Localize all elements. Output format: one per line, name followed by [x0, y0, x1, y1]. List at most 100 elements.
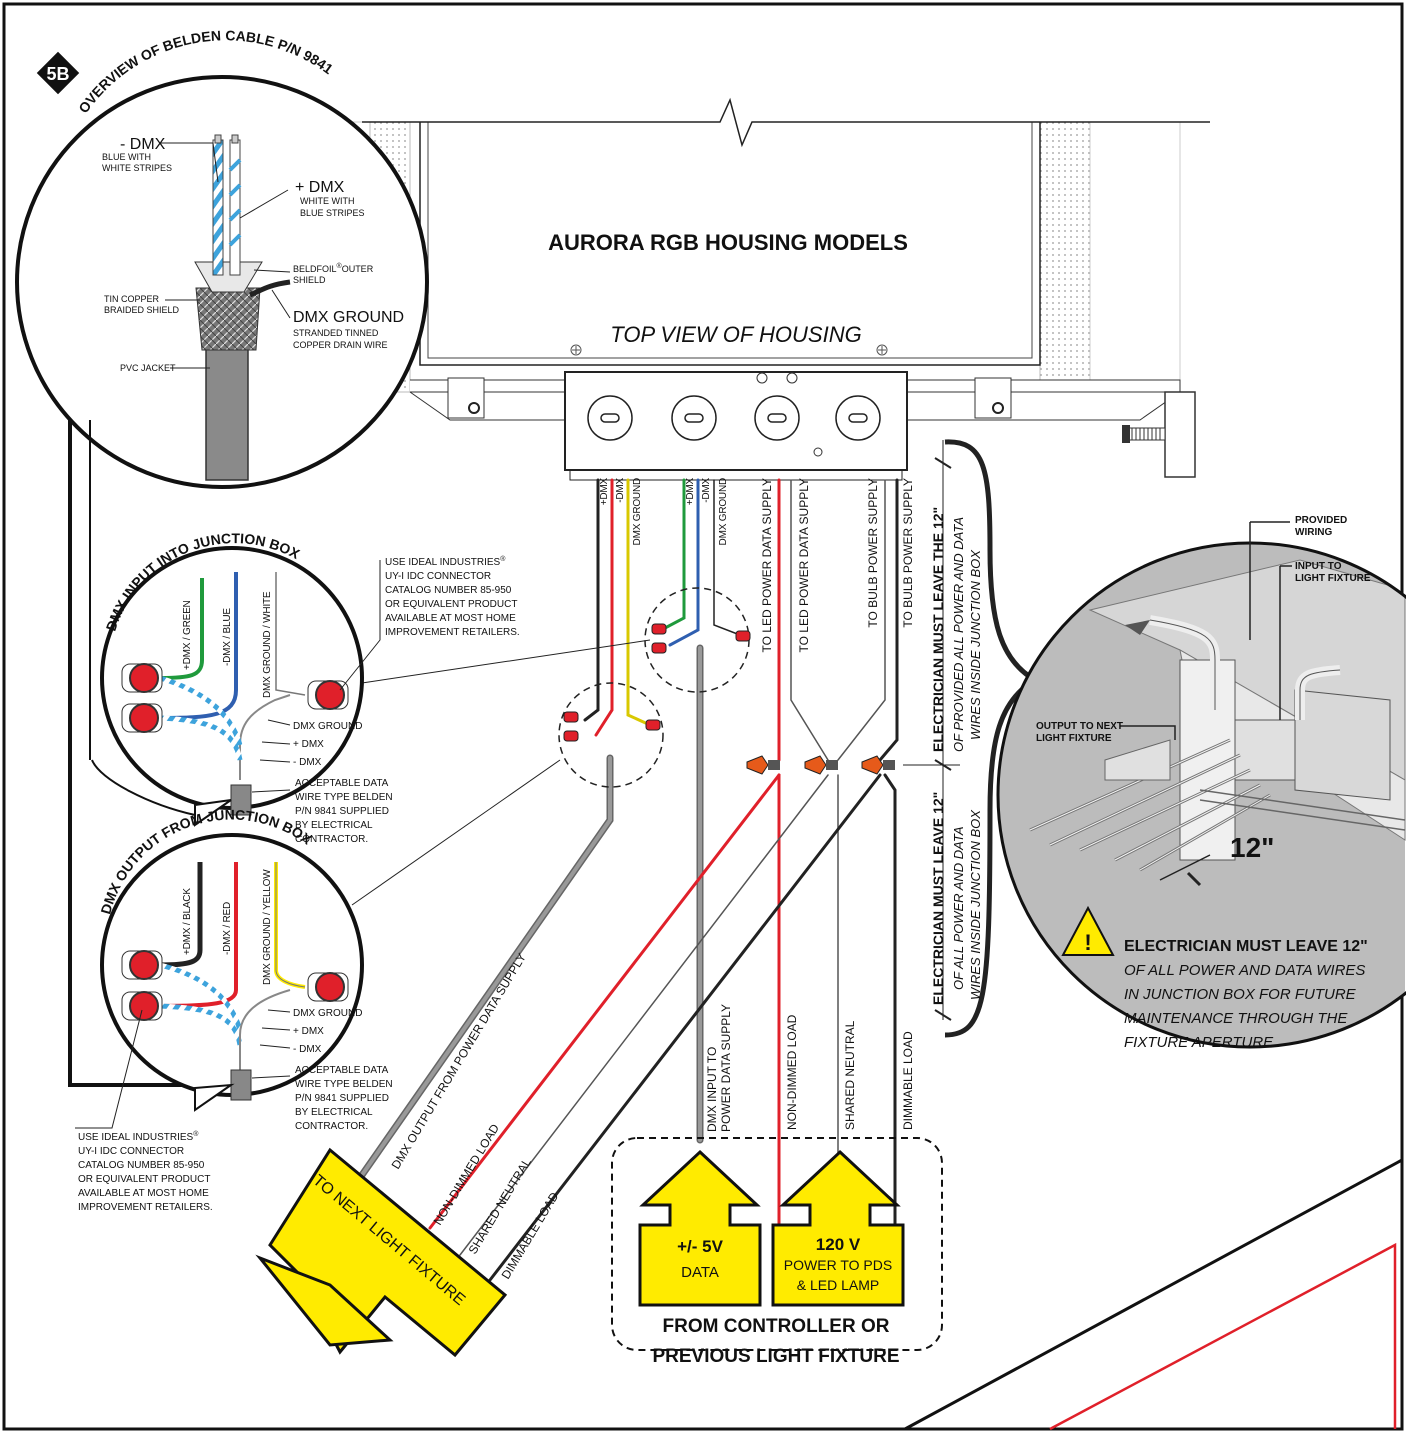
- input-call-plus: + DMX: [293, 739, 324, 750]
- input-fixture-2: LIGHT FIXTURE: [1295, 573, 1371, 584]
- from-controller-l1: FROM CONTROLLER OR: [663, 1316, 890, 1337]
- output-wire-black: +DMX / BLACK: [182, 888, 193, 955]
- input-acc-4: BY ELECTRICAL: [295, 820, 373, 831]
- ideal-bot-l3: CATALOG NUMBER 85-950: [78, 1160, 205, 1171]
- label-dmx-ground-2: DMX GROUND: [718, 478, 729, 545]
- cable-overview: - DMX BLUE WITH WHITE STRIPES + DMX WHIT…: [15, 27, 429, 1087]
- input-call-minus: - DMX: [293, 757, 322, 768]
- label-plus-dmx-1: +DMX: [599, 477, 610, 505]
- ideal-bot-l1: USE IDEAL INDUSTRIES®: [78, 1130, 199, 1143]
- electrician-notes: ELECTRICIAN MUST LEAVE THE 12" OF PROVID…: [903, 439, 1041, 1038]
- ideal-bot-l6: IMPROVEMENT RETAILERS.: [78, 1202, 213, 1213]
- wire-nuts: [746, 755, 895, 775]
- label-minus-dmx-2: -DMX: [701, 477, 712, 502]
- vert-dmx-input-2: POWER DATA SUPPLY: [719, 1004, 733, 1132]
- dmx-ground-label: DMX GROUND: [293, 309, 404, 326]
- input-fixture-1: INPUT TO: [1295, 561, 1342, 572]
- power-arrow-l3: & LED LAMP: [797, 1277, 879, 1293]
- vert-dmx-input-1: DMX INPUT TO: [705, 1047, 719, 1132]
- input-wire-white: DMX GROUND / WHITE: [262, 591, 273, 698]
- ideal-top-l6: IMPROVEMENT RETAILERS.: [385, 627, 520, 638]
- ideal-top-l4: OR EQUIVALENT PRODUCT: [385, 599, 517, 610]
- ideal-top-l2: UY-I IDC CONNECTOR: [385, 571, 491, 582]
- output-wire-yellow: DMX GROUND / YELLOW: [262, 869, 273, 985]
- output-acc-5: CONTRACTOR.: [295, 1121, 368, 1132]
- label-to-bulb: TO BULB POWER SUPPLY: [866, 478, 880, 628]
- dmx-output-detail: DMX OUTPUT FROM JUNCTION BOX +DMX / BLAC…: [97, 807, 392, 1132]
- ideal-bot-l2: UY-I IDC CONNECTOR: [78, 1146, 184, 1157]
- lower-note-line3: WIRES INSIDE JUNCTION BOX: [968, 809, 983, 1000]
- ideal-top-l3: CATALOG NUMBER 85-950: [385, 585, 512, 596]
- leader-input: [361, 639, 651, 684]
- tin-label2: BRAIDED SHIELD: [104, 305, 180, 315]
- input-acc-5: CONTRACTOR.: [295, 834, 368, 845]
- power-arrow-l1: 120 V: [816, 1235, 861, 1254]
- label-to-led-supply: TO LED POWER DATA SUPPLY: [797, 478, 811, 653]
- data-arrow-l1: +/- 5V: [677, 1237, 723, 1256]
- dmx-ground-desc2: COPPER DRAIN WIRE: [293, 340, 388, 350]
- housing-title: AURORA RGB HOUSING MODELS: [548, 230, 908, 255]
- corner-cut-line: [904, 1158, 1403, 1431]
- upper-note-line3: WIRES INSIDE JUNCTION BOX: [968, 549, 983, 740]
- leader-output: [351, 759, 561, 906]
- beldfoil-label: BELDFOIL®OUTER: [293, 262, 374, 274]
- output-fixture-1: OUTPUT TO NEXT: [1036, 721, 1123, 732]
- section-badge: 5B: [46, 64, 69, 84]
- power-arrow-l2: POWER TO PDS: [784, 1257, 892, 1273]
- from-controller-group: +/- 5V DATA 120 V POWER TO PDS & LED LAM…: [611, 1137, 943, 1367]
- ideal-top-l5: AVAILABLE AT MOST HOME: [385, 613, 516, 624]
- dmx-ground-desc1: STRANDED TINNED: [293, 328, 379, 338]
- warning-line4: MAINTENANCE THROUGH THE: [1124, 1010, 1348, 1027]
- warning-line5: FIXTURE APERTURE.: [1124, 1034, 1277, 1051]
- warning-icon: [1061, 905, 1115, 956]
- output-call-plus: + DMX: [293, 1026, 324, 1037]
- ideal-bot-l5: AVAILABLE AT MOST HOME: [78, 1188, 209, 1199]
- junction-box-wires: [351, 478, 899, 1282]
- dmx-input-detail: DMX INPUT INTO JUNCTION BOX +DMX / GREEN…: [91, 530, 393, 845]
- ideal-note-bottom: USE IDEAL INDUSTRIES® UY-I IDC CONNECTOR…: [75, 1009, 213, 1213]
- warning-line1: ELECTRICIAN MUST LEAVE 12": [1124, 938, 1368, 955]
- input-acc-3: P/N 9841 SUPPLIED: [295, 806, 389, 817]
- break-line: [362, 97, 1210, 148]
- ideal-top-l1: USE IDEAL INDUSTRIES®: [385, 555, 506, 568]
- output-wire-red: -DMX / RED: [222, 902, 233, 955]
- ideal-note-top: USE IDEAL INDUSTRIES® UY-I IDC CONNECTOR…: [339, 555, 520, 691]
- splice-circles: [558, 587, 751, 788]
- red-corner-line: [1049, 1242, 1397, 1431]
- from-controller-l2: PREVIOUS LIGHT FIXTURE: [652, 1346, 899, 1367]
- label-plus-dmx-2: +DMX: [685, 477, 696, 505]
- output-acc-3: P/N 9841 SUPPLIED: [295, 1093, 389, 1104]
- output-acc-2: WIRE TYPE BELDEN: [295, 1079, 393, 1090]
- vertical-wire-labels: +DMX -DMX DMX GROUND +DMX -DMX DMX GROUN…: [599, 477, 915, 652]
- label-to-bulb-2: TO BULB POWER SUPPLY: [901, 478, 915, 628]
- provided-wiring-1: PROVIDED: [1295, 515, 1347, 526]
- diag-dmx-output: DMX OUTPUT FROM POWER DATA SUPPLY: [389, 951, 529, 1172]
- input-acc-1: ACCEPTABLE DATA: [295, 778, 389, 789]
- minus-dmx-desc1: BLUE WITH: [102, 152, 151, 162]
- label-minus-dmx-1: -DMX: [615, 477, 626, 502]
- pvc-label: PVC JACKET: [120, 363, 176, 373]
- data-arrow-l2: DATA: [681, 1264, 719, 1281]
- lower-note-line2: OF ALL POWER AND DATA: [951, 827, 966, 991]
- upper-note-line2: OF PROVIDED ALL POWER AND DATA: [951, 517, 966, 752]
- input-wire-green: +DMX / GREEN: [182, 600, 193, 670]
- warning-icon-mark: !: [1084, 930, 1091, 955]
- provided-wiring-2: WIRING: [1295, 527, 1332, 538]
- minus-dmx-label: - DMX: [120, 136, 166, 153]
- dimension-12: 12": [1230, 832, 1274, 863]
- upper-note-line1: ELECTRICIAN MUST LEAVE THE 12": [930, 507, 946, 752]
- tin-label1: TIN COPPER: [104, 294, 160, 304]
- beldfoil-label2: SHIELD: [293, 275, 326, 285]
- output-fixture-2: LIGHT FIXTURE: [1036, 733, 1112, 744]
- fixture-detail: PROVIDED WIRING INPUT TO LIGHT FIXTURE O…: [996, 515, 1406, 1051]
- input-wire-blue: -DMX / BLUE: [222, 608, 233, 666]
- housing-subtitle: TOP VIEW OF HOUSING: [610, 322, 861, 347]
- output-call-ground: DMX GROUND: [293, 1008, 362, 1019]
- minus-dmx-desc2: WHITE STRIPES: [102, 163, 172, 173]
- data-arrow: [638, 1149, 762, 1307]
- label-to-led-data: TO LED POWER DATA SUPPLY: [760, 478, 774, 653]
- label-dmx-ground-1: DMX GROUND: [632, 478, 643, 545]
- output-acc-4: BY ELECTRICAL: [295, 1107, 373, 1118]
